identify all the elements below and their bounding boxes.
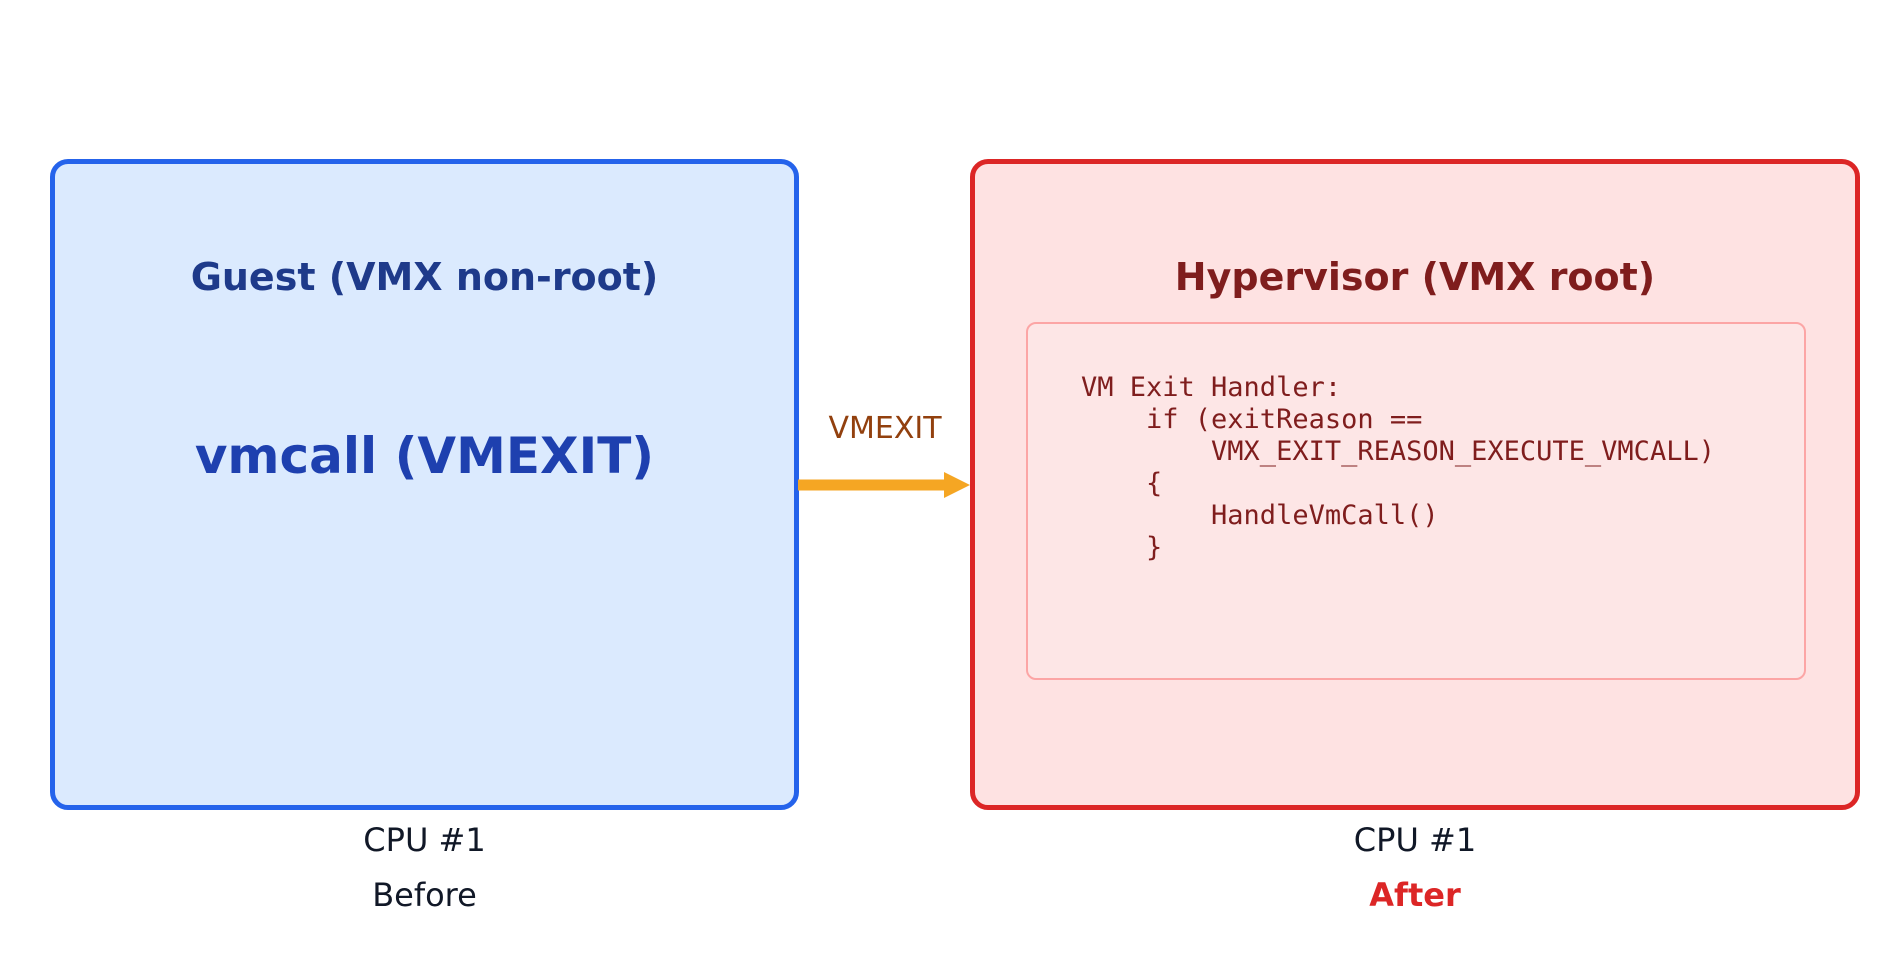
guest-state-label: Before <box>372 876 477 914</box>
guest-title: Guest (VMX non-root) <box>190 255 659 299</box>
arrow-head <box>944 472 970 498</box>
guest-cpu-label: CPU #1 <box>363 821 486 859</box>
hypervisor-title: Hypervisor (VMX root) <box>1174 255 1656 299</box>
exit-handler-code: VM Exit Handler: if (exitReason == VMX_E… <box>1081 372 1715 563</box>
vmexit-arrow <box>798 472 970 498</box>
hypervisor-state-label: After <box>1369 876 1461 914</box>
guest-instruction: vmcall (VMEXIT) <box>194 427 655 485</box>
guest-panel: Guest (VMX non-root) vmcall (VMEXIT) <box>50 159 799 810</box>
exit-handler-code-box: VM Exit Handler: if (exitReason == VMX_E… <box>1026 322 1806 680</box>
vmexit-arrow-label: VMEXIT <box>828 411 942 446</box>
hypervisor-panel: Hypervisor (VMX root) VM Exit Handler: i… <box>970 159 1860 810</box>
hypervisor-cpu-label: CPU #1 <box>1353 821 1477 859</box>
